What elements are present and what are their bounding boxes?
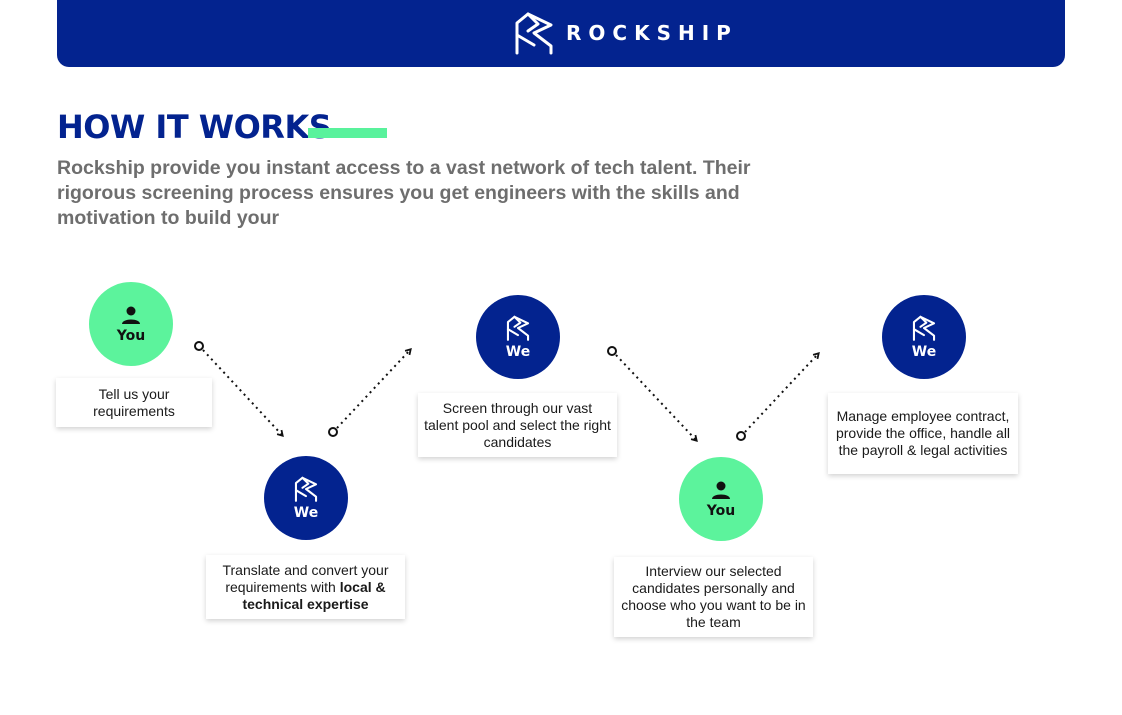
step2-text-wrap: Translate and convert your requirements … [212,562,399,613]
person-icon [122,306,140,324]
step2-card: Translate and convert your requirements … [206,555,405,619]
arrow-step4-to-step5 [736,351,820,441]
step5-actor-label: We [911,343,937,360]
step1-actor-label: You [116,327,146,344]
step2-text: Translate and convert your requirements … [222,561,389,595]
step1-text: Tell us your requirements [93,385,175,419]
rockship-logo-icon [294,476,318,502]
step4-card: Interview our selected candidates person… [614,557,813,637]
step3-text: Screen through our vast talent pool and … [424,399,611,450]
step4-actor-circle: You [679,457,763,541]
step5-card: Manage employee contract, provide the of… [828,393,1018,474]
step1-card: Tell us your requirements [56,378,212,427]
arrow-step1-to-step2 [194,341,284,438]
header-banner: ROCKSHIP [57,0,1065,67]
step3-card: Screen through our vast talent pool and … [418,393,617,457]
step2-actor-label: We [293,504,319,521]
title-accent-bar [308,128,387,138]
rockship-logo-icon [515,12,553,55]
step4-actor-label: You [706,502,736,519]
step2-text-bold: local & technical expertise [242,578,386,612]
section-description: Rockship provide you instant access to a… [57,157,751,229]
person-icon [712,481,730,499]
brand-name: ROCKSHIP [566,21,738,45]
rockship-logo-icon [506,315,530,341]
step4-text: Interview our selected candidates person… [621,563,806,630]
step2-actor-circle: We [264,456,348,540]
step3-actor-label: We [505,343,531,360]
arrow-step2-to-step3 [328,347,412,437]
brand-logo[interactable]: ROCKSHIP [514,11,738,55]
step5-text: Manage employee contract, provide the of… [835,408,1011,458]
step3-actor-circle: We [476,295,560,379]
step1-actor-circle: You [89,282,173,366]
section-title: HOW IT WORKS [57,108,332,146]
step5-actor-circle: We [882,295,966,379]
rockship-logo-icon [912,315,936,341]
arrow-step3-to-step4 [607,346,698,443]
